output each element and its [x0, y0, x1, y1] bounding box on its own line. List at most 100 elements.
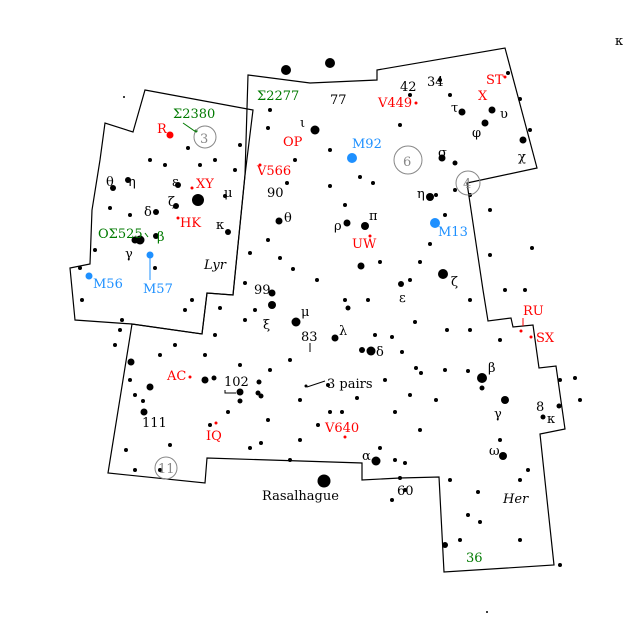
star	[518, 538, 522, 542]
star	[390, 498, 394, 502]
star	[506, 71, 510, 75]
black-labels: κ 42 34 77 ι τ υ φ χ σ 90 η θ ρ π ζ ε 99…	[106, 34, 623, 507]
star	[403, 488, 407, 492]
variable-star	[503, 75, 507, 79]
star	[80, 298, 84, 302]
star	[434, 193, 438, 197]
star-label: κ	[615, 34, 623, 49]
double-star-labels: Σ2380 Σ2277 OΣ525 β 36	[98, 89, 483, 566]
star	[355, 396, 359, 400]
star	[503, 288, 507, 292]
star	[131, 236, 139, 244]
star	[304, 384, 308, 388]
star	[275, 217, 283, 225]
star	[426, 193, 434, 201]
star-label: λ	[339, 324, 347, 339]
stars-layer	[78, 58, 582, 613]
star	[578, 398, 582, 402]
star-label: γ	[494, 407, 502, 422]
star	[153, 233, 159, 239]
double-star-label: OΣ525	[98, 227, 143, 242]
star	[383, 378, 387, 382]
variable-star-label: RU	[523, 304, 544, 319]
star	[371, 181, 375, 185]
star	[225, 229, 231, 235]
star	[236, 388, 244, 396]
star	[361, 222, 369, 230]
variable-star-label: IQ	[206, 429, 222, 444]
star	[253, 308, 257, 312]
star	[443, 213, 447, 217]
star	[248, 251, 252, 255]
star	[291, 317, 301, 327]
star	[428, 242, 432, 246]
star	[213, 158, 217, 162]
star	[268, 289, 276, 297]
star	[78, 266, 82, 270]
star	[291, 267, 295, 271]
star	[238, 143, 242, 147]
star-label: 77	[330, 93, 347, 108]
star-label: δ	[376, 345, 384, 360]
star	[223, 194, 227, 198]
rasalhague-label: Rasalhague	[262, 489, 339, 504]
star	[328, 148, 332, 152]
star	[357, 262, 365, 270]
star-label: 83	[301, 330, 318, 345]
star	[298, 438, 302, 442]
star	[140, 408, 148, 416]
star	[288, 358, 292, 362]
star	[243, 281, 247, 285]
star	[298, 398, 302, 402]
variable-star-label: ST	[486, 73, 504, 88]
star	[211, 375, 217, 381]
star	[110, 185, 116, 191]
star	[400, 350, 404, 354]
star	[378, 446, 382, 450]
star	[371, 456, 381, 466]
star	[442, 542, 448, 548]
star	[183, 308, 187, 312]
star	[175, 182, 181, 188]
star	[198, 163, 202, 167]
star	[452, 160, 458, 166]
star	[268, 108, 272, 112]
star	[328, 410, 332, 414]
star	[403, 461, 407, 465]
star	[468, 298, 472, 302]
star-label: α	[362, 449, 371, 464]
star	[163, 163, 167, 167]
star-label: ε	[172, 175, 179, 190]
star	[481, 119, 489, 127]
star-label: δ	[144, 205, 152, 220]
variable-star-label: HK	[180, 216, 201, 231]
star	[488, 208, 492, 212]
star	[278, 256, 282, 260]
star	[458, 108, 466, 116]
star	[331, 334, 339, 342]
star	[218, 306, 222, 310]
constellation-label-hercules: Her	[502, 492, 529, 507]
star	[540, 414, 546, 420]
star	[398, 476, 402, 480]
variable-star	[258, 163, 262, 167]
star	[127, 358, 135, 366]
star	[398, 123, 402, 127]
star	[556, 403, 562, 409]
star-label: θ	[284, 211, 292, 226]
star-label: 34	[427, 75, 444, 90]
star	[243, 318, 247, 322]
variable-star	[529, 335, 533, 339]
star	[316, 423, 320, 427]
star-label: φ	[472, 126, 481, 141]
star	[359, 347, 365, 353]
star	[479, 385, 485, 391]
star	[414, 366, 418, 370]
star	[226, 410, 230, 414]
deep-sky-labels: M92 M13 M56 M57	[93, 137, 468, 297]
star	[477, 373, 487, 383]
star	[328, 184, 332, 188]
deep-sky-label: M92	[352, 137, 382, 152]
star	[113, 343, 117, 347]
